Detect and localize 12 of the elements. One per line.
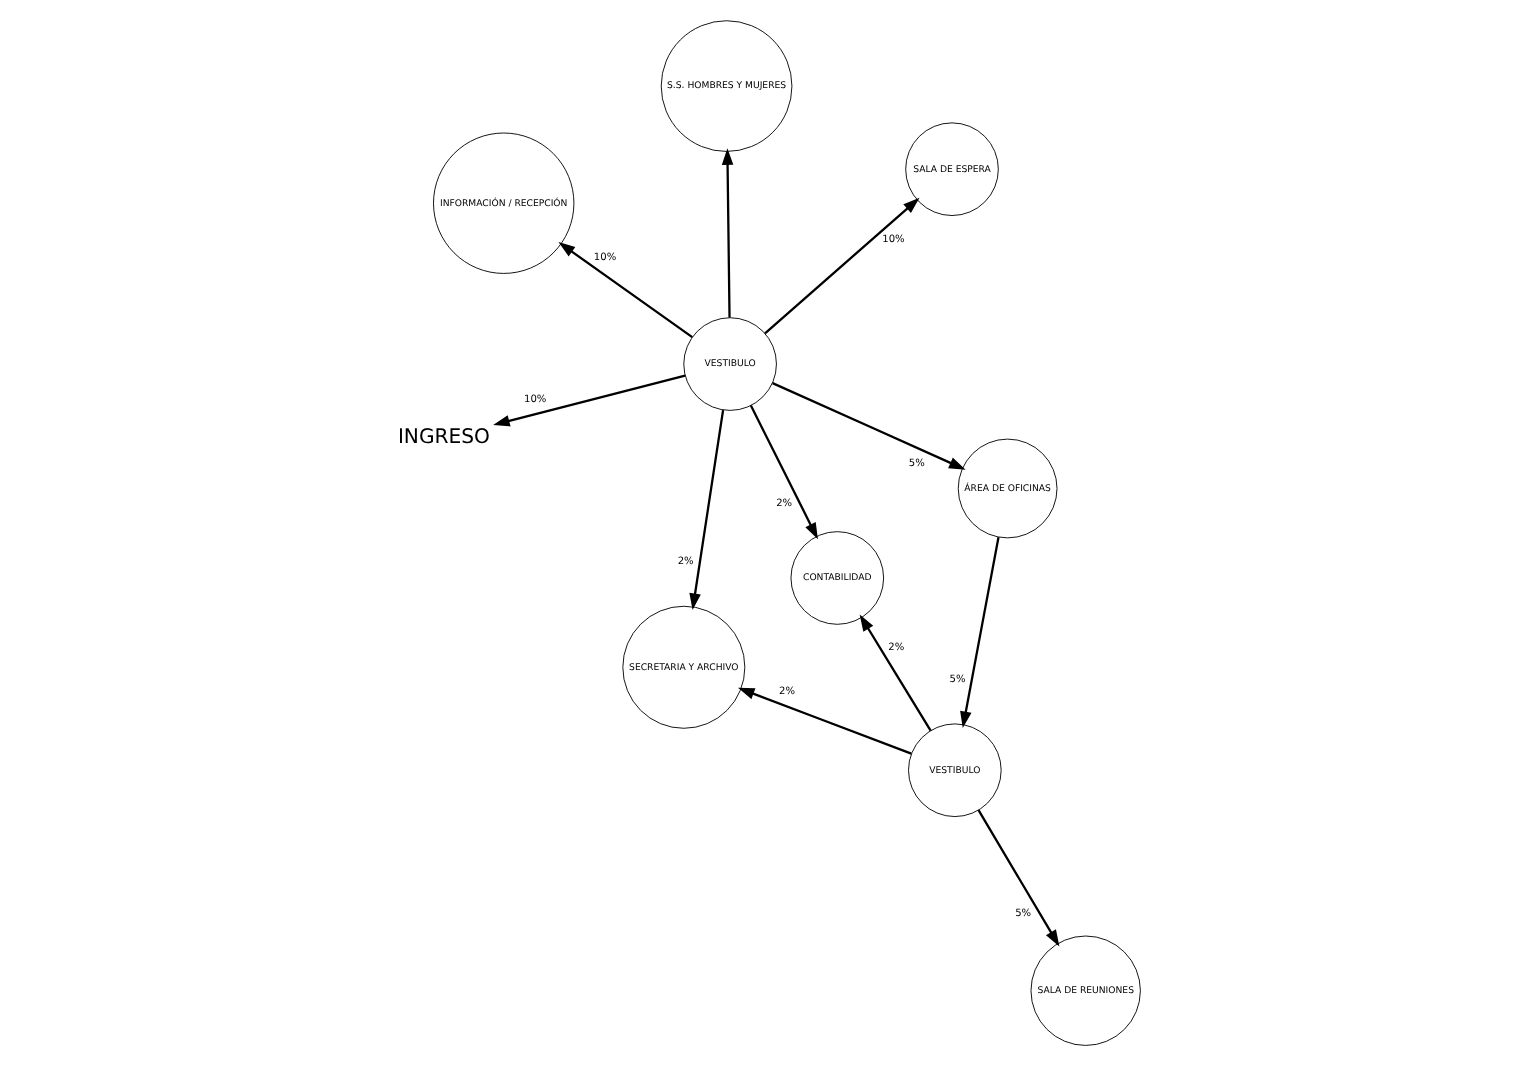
arrow: [749, 405, 818, 540]
arrow: [960, 537, 1000, 729]
node-text: INGRESO: [397, 426, 490, 449]
arrow: [558, 242, 693, 339]
arrow: [737, 687, 912, 755]
arrow: [764, 197, 920, 335]
arrow: [859, 614, 932, 732]
arrow: [689, 409, 725, 611]
arrow: [977, 809, 1060, 947]
arrow: [772, 382, 966, 470]
arrow: [493, 374, 686, 427]
arrow: [721, 148, 734, 318]
